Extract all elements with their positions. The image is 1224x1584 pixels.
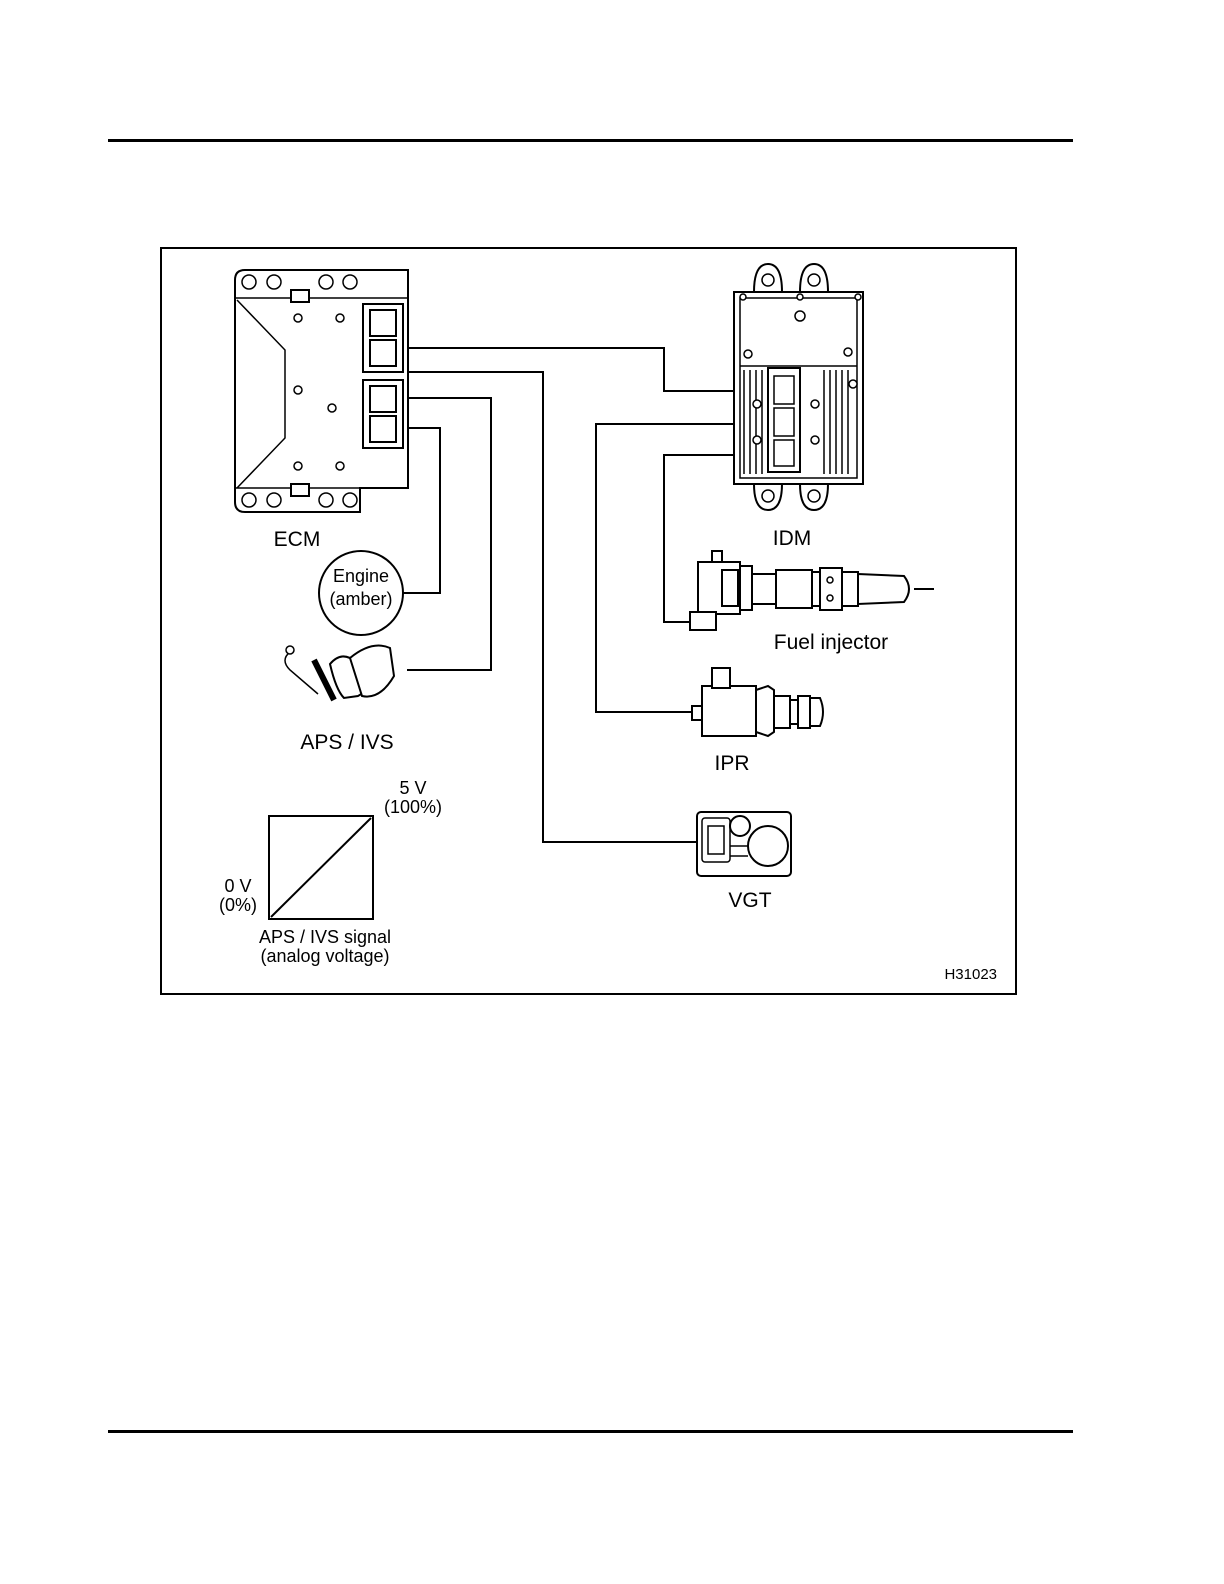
ecm-module [235, 270, 408, 512]
ipr-label: IPR [714, 752, 749, 775]
graph-high-percent: (100%) [384, 797, 442, 817]
graph-high-voltage: 5 V [399, 778, 426, 798]
graph-caption-line1: APS / IVS signal [259, 927, 391, 947]
vgt-actuator [697, 812, 791, 876]
ecm-label: ECM [274, 528, 321, 551]
wire-ecm-idm [408, 348, 734, 391]
engine-lamp-label-line1: Engine [333, 566, 389, 586]
accelerator-pedal [285, 646, 394, 700]
wire-ecm-vgt [408, 372, 697, 842]
vgt-label: VGT [728, 889, 771, 912]
aps-ivs-signal-graph [269, 816, 373, 919]
figure-code: H31023 [944, 966, 997, 983]
idm-label: IDM [773, 527, 812, 550]
engine-lamp-label-line2: (amber) [329, 589, 392, 609]
idm-module [734, 264, 863, 510]
wire-ecm-aps [407, 398, 491, 670]
fuel-injector [690, 551, 934, 630]
fuel-injector-label: Fuel injector [774, 631, 888, 654]
ipr-valve [692, 668, 823, 736]
aps-ivs-label: APS / IVS [300, 731, 393, 754]
graph-low-voltage: 0 V [224, 876, 251, 896]
graph-low-percent: (0%) [219, 895, 257, 915]
graph-caption-line2: (analog voltage) [260, 946, 389, 966]
